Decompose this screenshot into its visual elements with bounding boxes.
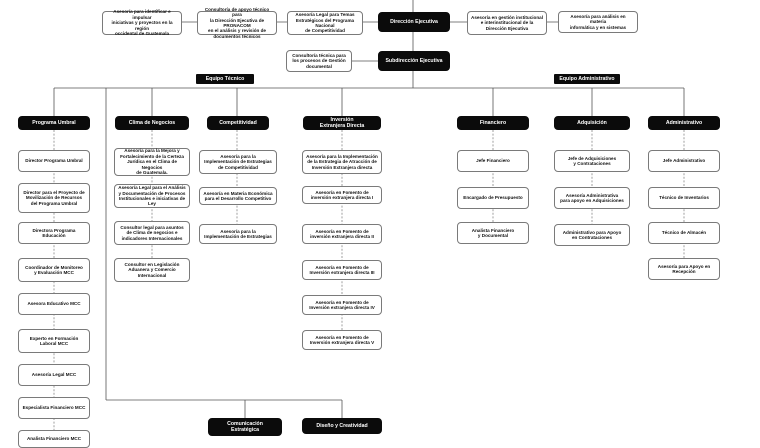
inversion-item: Asesoría en Fomento de Inversión extranj… bbox=[302, 330, 382, 350]
direccion-ejecutiva-box: Dirección Ejecutiva bbox=[378, 12, 450, 32]
clima-negocios-header: Clima de Negocios bbox=[115, 116, 189, 130]
programa-umbral-header: Programa Umbral bbox=[18, 116, 90, 130]
umbral-item: Experto en Formación Laboral MCC bbox=[18, 329, 90, 353]
inversion-item: Asesoría para la Implementación de la Es… bbox=[302, 150, 382, 174]
umbral-item: Directora Programa Educación bbox=[18, 222, 90, 244]
umbral-item: Director para el Proyecto de Movilizació… bbox=[18, 183, 90, 213]
financiero-item: Encargado de Presupuesto bbox=[457, 187, 529, 209]
administrativo-item: Jefe Administrativo bbox=[648, 150, 720, 172]
asesoria-legal-temas-box: Asesoría Legal para Temas Estratégicos d… bbox=[287, 11, 363, 35]
comunicacion-estrategica-header: Comunicación Estratégica bbox=[208, 418, 282, 436]
competitividad-item: Asesoría en Materia Económica para el De… bbox=[199, 187, 277, 205]
umbral-item: Asesoría Legal MCC bbox=[18, 364, 90, 386]
inversion-extranjera-header: Inversión Extranjera Directa bbox=[303, 116, 381, 130]
inversion-item: Asesoría en Fomento de inversión extranj… bbox=[302, 186, 382, 204]
financiero-item: Analista Financiero y Documental bbox=[457, 222, 529, 244]
subdireccion-ejecutiva-box: Subdirección Ejecutiva bbox=[378, 51, 450, 71]
competitividad-header: Competitividad bbox=[207, 116, 269, 130]
clima-item: Asesoría Legal para el Análisis y Docume… bbox=[114, 184, 190, 208]
asesoria-informatica-box: Asesoría para análisis en materia inform… bbox=[558, 11, 638, 33]
asesoria-gestion-box: Asesoría en gestión institucional e inte… bbox=[467, 11, 547, 35]
competitividad-item: Asesoría para la Implementación de Estra… bbox=[199, 150, 277, 174]
consultoria-procesos-box: Consultoría técnica para los procesos de… bbox=[286, 50, 352, 72]
administrativo-item: Técnico de Almacén bbox=[648, 222, 720, 244]
financiero-item: Jefe Financiero bbox=[457, 150, 529, 172]
adquisicion-item: Jefe de Adquisiciones y Contrataciones bbox=[554, 150, 630, 172]
umbral-item: Director Programa Umbral bbox=[18, 150, 90, 172]
competitividad-item: Asesoría para la Implementación de Estra… bbox=[199, 224, 277, 244]
administrativo-header: Administrativo bbox=[648, 116, 720, 130]
umbral-item: Coordinador de Monitoreo y Evaluación MC… bbox=[18, 258, 90, 282]
consultoria-pronacom-box: Consultoría de apoyo técnico para la Dir… bbox=[197, 7, 277, 39]
diseno-creatividad-header: Diseño y Creatividad bbox=[302, 418, 382, 434]
umbral-item: Analista Financiero MCC bbox=[18, 430, 90, 448]
inversion-item: Asesoría en Fomento de Inversión extranj… bbox=[302, 295, 382, 315]
administrativo-item: Técnico de Inventarios bbox=[648, 187, 720, 209]
clima-item: Consultor en Legislación Aduanera y Come… bbox=[114, 258, 190, 282]
umbral-item: Asesora Educativo MCC bbox=[18, 293, 90, 315]
administrativo-item: Asesoría para Apoyo en Recepción bbox=[648, 258, 720, 280]
umbral-item: Especialista Financiero MCC bbox=[18, 397, 90, 419]
financiero-header: Financiero bbox=[457, 116, 529, 130]
equipo-administrativo-label: Equipo Administrativo bbox=[554, 74, 620, 84]
clima-item: Asesoría para la Mejora y Fortalecimient… bbox=[114, 148, 190, 176]
asesoria-iniciativas-box: Asesoría para identificar e impulsar ini… bbox=[102, 9, 182, 36]
equipo-tecnico-label: Equipo Técnico bbox=[196, 74, 254, 84]
clima-item: Consultor legal para asuntos de Clima de… bbox=[114, 221, 190, 245]
adquisicion-header: Adquisición bbox=[554, 116, 630, 130]
inversion-item: Asesoría en Fomento de Inversión extranj… bbox=[302, 260, 382, 280]
inversion-item: Asesoría en Fomento de inversión extranj… bbox=[302, 224, 382, 244]
adquisicion-item: Asesoría Administrativa para apoyo en Ad… bbox=[554, 187, 630, 209]
adquisicion-item: Administrativo para Apoyo en Contratacio… bbox=[554, 224, 630, 246]
